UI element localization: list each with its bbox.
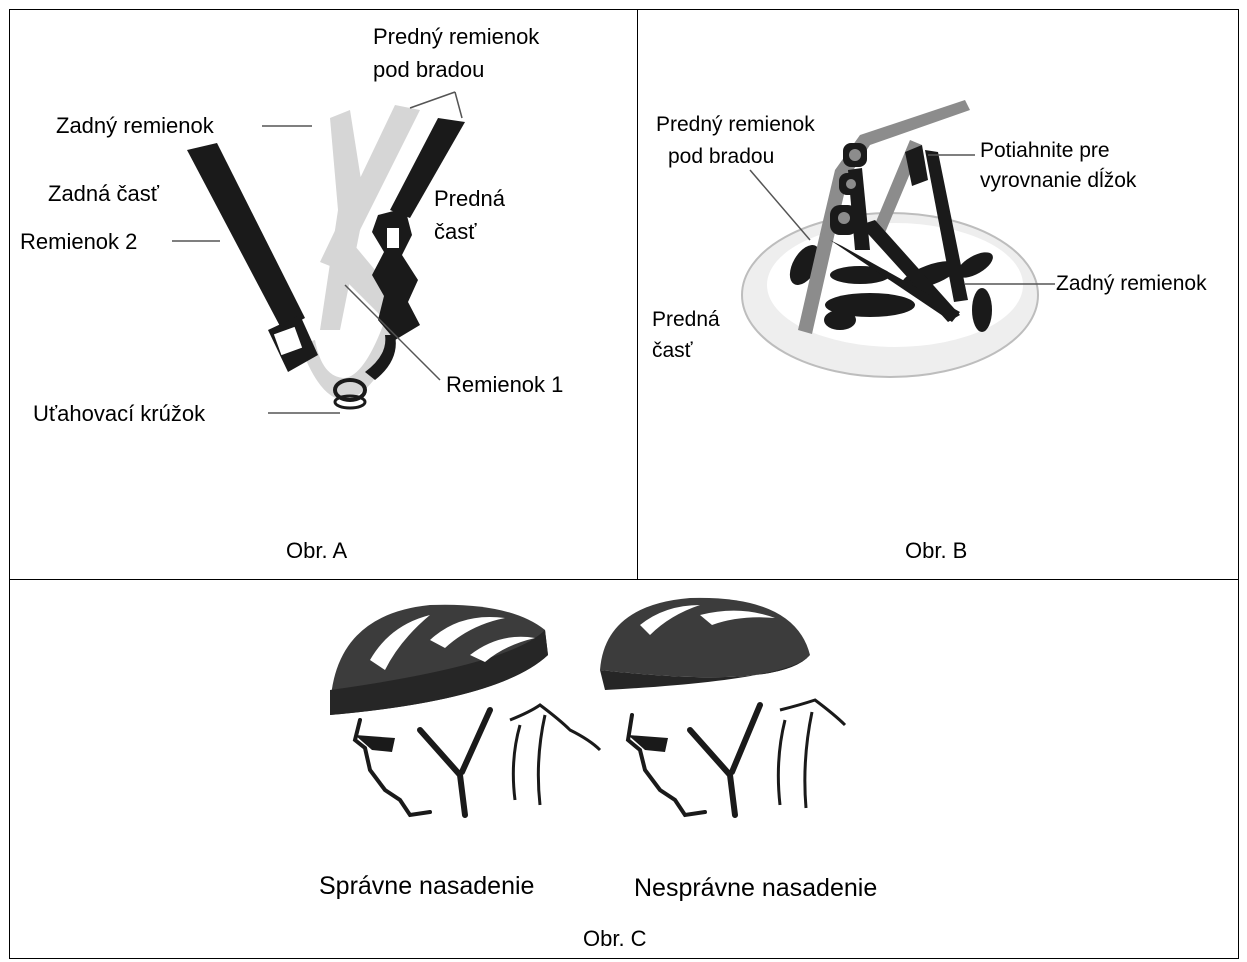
label-c-incorrect: Nesprávne nasadenie	[634, 873, 877, 903]
strap-clip-b	[905, 145, 928, 186]
head-correct-neck	[513, 715, 545, 805]
label-b-front-strap-2: pod bradou	[668, 144, 774, 170]
buckle-b-1-hole	[849, 149, 861, 161]
helmet-incorrect-shell	[600, 598, 810, 677]
caption-c: Obr. C	[583, 926, 647, 952]
strap-2-dark	[187, 143, 305, 330]
label-a-front-part-1: Predná	[434, 186, 505, 212]
label-b-front-part-1: Predná	[652, 307, 720, 333]
label-a-front-part-2: časť	[434, 219, 477, 245]
caption-a: Obr. A	[286, 538, 347, 564]
buckle-window	[387, 228, 399, 248]
helmet-correct	[330, 605, 600, 815]
label-b-pull-1: Potiahnite pre	[980, 138, 1110, 164]
label-a-strap-2: Remienok 2	[20, 229, 137, 255]
label-b-front-strap-1: Predný remienok	[656, 112, 815, 138]
label-b-rear-strap: Zadný remienok	[1056, 271, 1207, 297]
caption-b: Obr. B	[905, 538, 967, 564]
pad-6	[972, 288, 992, 332]
leader-front-strap-b	[455, 92, 462, 118]
head-correct-back	[510, 705, 600, 750]
buckle-b-3-hole	[838, 212, 850, 224]
head-correct-strap	[420, 710, 490, 815]
label-a-tightening-ring: Uťahovací krúžok	[33, 401, 205, 427]
head-incorrect-strap	[690, 705, 760, 815]
label-a-front-strap-2: pod bradou	[373, 57, 484, 83]
label-a-front-strap-1: Predný remienok	[373, 24, 539, 50]
head-correct-face	[355, 720, 430, 815]
pad-7	[824, 310, 856, 330]
label-a-rear-part: Zadná časť	[48, 181, 159, 207]
label-a-strap-1: Remienok 1	[446, 372, 563, 398]
label-c-correct: Správne nasadenie	[319, 871, 534, 901]
label-b-pull-2: vyrovnanie dĺžok	[980, 168, 1136, 194]
strap-diagram-a	[172, 92, 465, 413]
label-a-rear-strap: Zadný remienok	[56, 113, 214, 139]
leader-b-front-strap	[750, 170, 810, 240]
leader-front-strap	[410, 92, 455, 108]
helmet-incorrect	[600, 598, 845, 815]
label-b-front-part-2: časť	[652, 338, 693, 364]
head-incorrect-neck	[778, 712, 812, 808]
buckle-b-2-hole	[846, 179, 856, 189]
